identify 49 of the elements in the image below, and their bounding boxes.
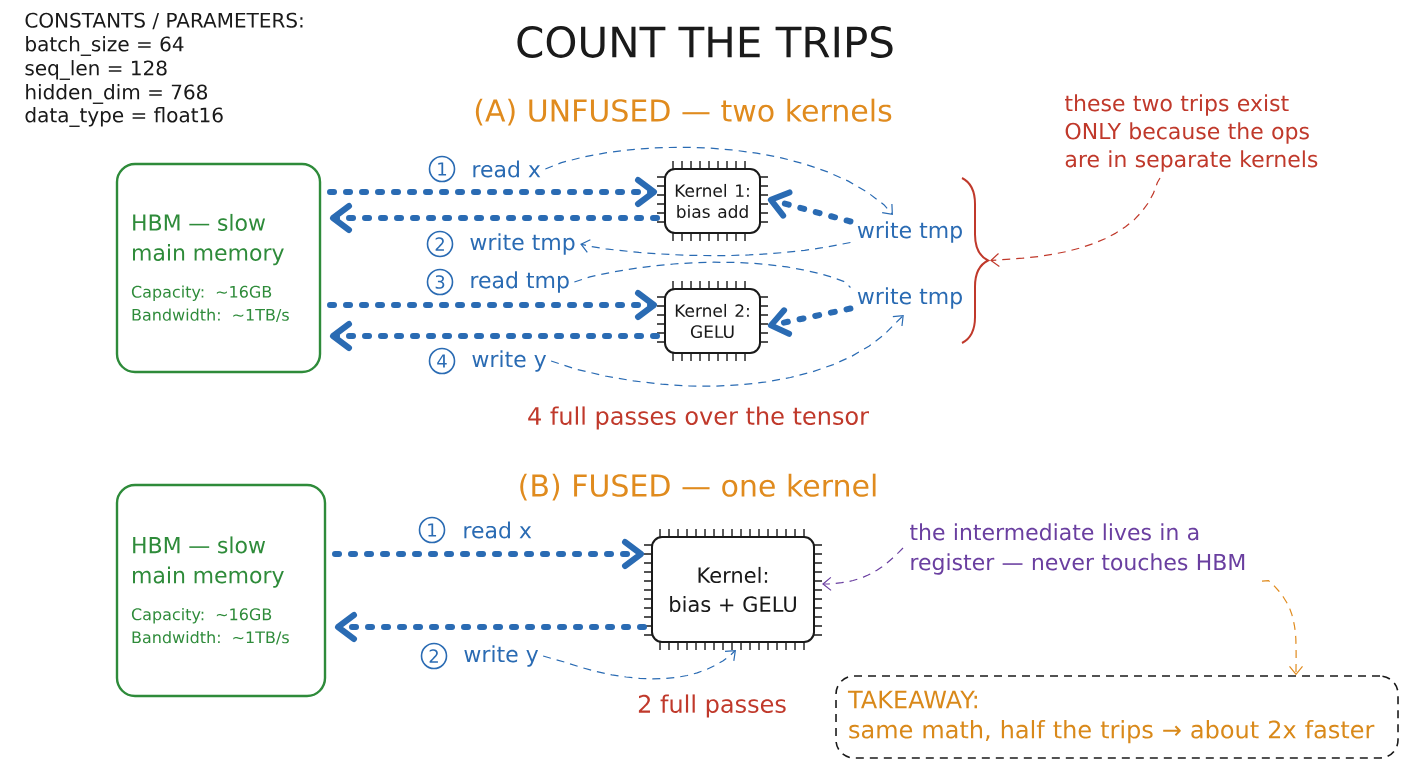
chip-box: Kernel 1: bias add — [656, 160, 769, 242]
step-label: write tmp — [470, 233, 575, 255]
dashed-arrow — [1261, 580, 1304, 676]
arrow — [330, 321, 660, 351]
section-heading: (A) UNFUSED — two kernels — [475, 98, 892, 126]
step-number: 3 — [426, 268, 454, 296]
arrow — [330, 203, 660, 233]
chip-box: Kernel 2: GELU — [656, 280, 769, 362]
chip-box: Kernel: bias + GELU — [643, 528, 823, 651]
memory-box: HBM — slow main memory Capacity: ~16GB Bandwidth: ~1TB/s — [115, 483, 327, 698]
step-label: write y — [472, 350, 547, 372]
step-label: read x — [464, 521, 532, 539]
arrow — [767, 305, 854, 337]
parameter-line: batch_size = 64 — [26, 36, 184, 56]
pass-count-note: 4 full passes over the tensor — [528, 406, 869, 430]
arrow — [327, 177, 657, 207]
brace — [961, 177, 989, 344]
annotation-note: the intermediate lives in a register — never touches HBM — [910, 523, 1245, 575]
section-heading: (B) FUSED — one kernel — [520, 473, 876, 501]
parameter-line: data_type = float16 — [25, 107, 223, 127]
takeaway-box: TAKEAWAY: same math, half the trips → about 2x faster — [835, 675, 1399, 759]
arrow — [327, 290, 657, 320]
step-label: write y — [464, 645, 539, 667]
step-number: 2 — [420, 642, 448, 670]
arrow — [332, 539, 644, 569]
dashed-arrow — [990, 177, 1161, 267]
parameter-line: seq_len = 128 — [25, 60, 167, 80]
step-number: 1 — [428, 155, 456, 183]
dashed-arrow — [544, 146, 893, 215]
memory-box: HBM — slow main memory Capacity: ~16GB Bandwidth: ~1TB/s — [115, 162, 322, 374]
dashed-arrow — [542, 650, 736, 680]
parameter-line: hidden_dim = 768 — [26, 84, 207, 104]
dashed-arrow — [580, 239, 852, 257]
step-label: read x — [473, 160, 541, 178]
arrow — [767, 189, 854, 225]
step-label: read tmp — [471, 271, 569, 293]
pass-count-note: 2 full passes — [638, 694, 786, 718]
step-number: 4 — [428, 347, 456, 375]
parameter-line: CONSTANTS / PARAMETERS: — [25, 12, 303, 30]
dashed-line — [573, 261, 852, 289]
step-number: 2 — [426, 230, 454, 258]
dashed-arrow — [550, 315, 904, 387]
step-label: write tmp — [857, 287, 962, 309]
annotation-note: these two trips exist ONLY because the ops are in separate kernels — [1065, 94, 1318, 172]
step-label: write tmp — [857, 221, 962, 243]
step-number: 1 — [418, 516, 446, 544]
title: COUNT THE TRIPS — [517, 26, 893, 58]
dashed-arrow — [822, 547, 904, 591]
arrow — [335, 612, 647, 642]
